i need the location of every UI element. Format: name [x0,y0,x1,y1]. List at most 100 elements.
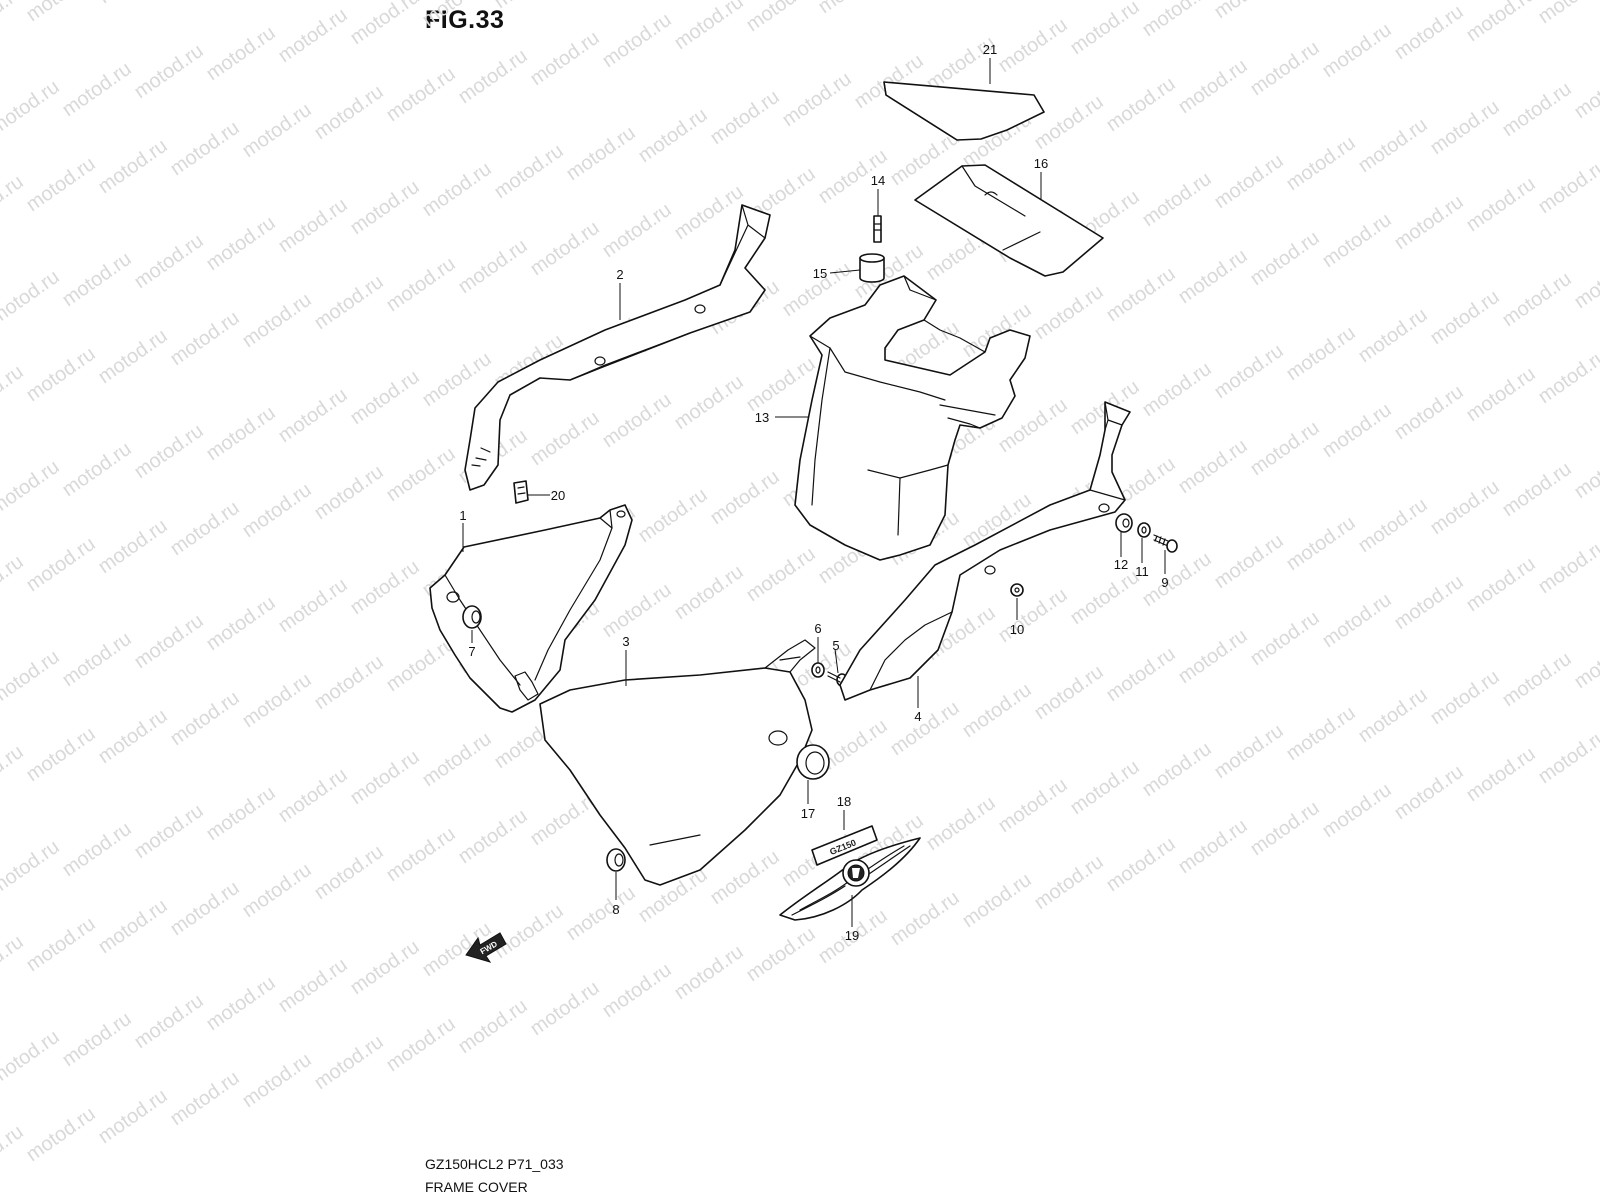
part-4-frame-cover-right [839,401,1131,701]
watermark-text: motod.ru [238,99,315,162]
watermark-text: motod.ru [778,68,855,131]
watermark-text: motod.ru [58,1008,135,1071]
watermark-text: motod.ru [94,0,171,8]
watermark-text: motod.ru [0,551,28,614]
watermark-text: motod.ru [1426,96,1503,159]
watermark-text: motod.ru [1498,268,1575,331]
watermark-text: motod.ru [22,0,99,26]
leader-lines [462,58,1166,927]
watermark-text: motod.ru [202,402,279,465]
watermark-text: motod.ru [526,27,603,90]
watermark-text: motod.ru [274,954,351,1017]
watermark-text: motod.ru [58,628,135,691]
part-3-side-cover [539,639,816,886]
watermark-text: motod.ru [1174,245,1251,308]
watermark-text: motod.ru [1462,173,1539,236]
part-16-tool-bag [914,164,1104,277]
watermark-text: motod.ru [0,266,64,329]
watermark-text: motod.ru [202,782,279,845]
watermark-text: motod.ru [418,158,495,221]
watermark-text: motod.ru [238,479,315,542]
watermark-text: motod.ru [382,823,459,886]
watermark-text: motod.ru [742,543,819,606]
watermark-text: motod.ru [1318,399,1395,462]
part-15-damper [859,253,885,283]
callout-13: 13 [755,410,769,425]
watermark-text: motod.ru [1390,1,1467,64]
watermark-text: motod.ru [22,343,99,406]
watermark-text: motod.ru [346,176,423,239]
watermark-text: motod.ru [526,977,603,1040]
watermark-text: motod.ru [346,0,423,49]
watermark-text: motod.ru [670,371,747,434]
watermark-text: motod.ru [94,325,171,388]
watermark-text: motod.ru [1390,381,1467,444]
part-14-stud [873,215,882,243]
watermark-text: motod.ru [418,728,495,791]
watermark-text: motod.ru [274,194,351,257]
watermark-text: motod.ru [1030,851,1107,914]
watermark-text: motod.ru [166,117,243,180]
watermark-text: motod.ru [1318,209,1395,272]
watermark-text: motod.ru [670,0,747,54]
watermark-text: motod.ru [94,1085,171,1148]
watermark-text: motod.ru [22,1103,99,1166]
watermark-text: motod.ru [1282,0,1359,5]
watermark-text: motod.ru [238,859,315,922]
watermark-text: motod.ru [274,384,351,447]
part-10-grommet [1010,583,1024,597]
watermark-text: motod.ru [1066,0,1143,59]
watermark-text: motod.ru [130,800,207,863]
watermark-text: motod.ru [238,1049,315,1112]
watermark-text: motod.ru [1426,286,1503,349]
callout-3: 3 [622,634,629,649]
watermark-text: motod.ru [706,86,783,149]
part-19-wing-emblem [779,837,921,921]
figure-title: FIG.33 [425,6,505,34]
watermark-text: motod.ru [94,705,171,768]
watermark-text: motod.ru [1354,114,1431,177]
watermark-text: motod.ru [1246,797,1323,860]
part-6-washer [811,662,825,678]
watermark-text: motod.ru [310,841,387,904]
watermark-text: motod.ru [1318,779,1395,842]
watermark-text: motod.ru [1534,535,1600,598]
callout-2: 2 [616,267,623,282]
callout-19: 19 [845,928,859,943]
watermark-text: motod.ru [202,972,279,1035]
watermark-text: motod.ru [1462,363,1539,426]
watermark-text: motod.ru [1138,168,1215,231]
watermark-text: motod.ru [454,805,531,868]
watermark-text: motod.ru [274,574,351,637]
watermark-text: motod.ru [742,0,819,36]
watermark-text: motod.ru [1174,625,1251,688]
watermark-text: motod.ru [1138,548,1215,611]
watermark-text: motod.ru [1570,630,1600,693]
watermark-text: motod.ru [1138,0,1215,41]
watermark-text: motod.ru [1282,702,1359,765]
callout-10: 10 [1010,622,1024,637]
watermark-text: motod.ru [130,990,207,1053]
callout-8: 8 [612,902,619,917]
watermark-text: motod.ru [238,289,315,352]
watermark-text: motod.ru [130,230,207,293]
watermark-text: motod.ru [670,941,747,1004]
watermark-text: motod.ru [310,1031,387,1094]
watermark-text: motod.ru [994,14,1071,77]
callout-14: 14 [871,173,885,188]
watermark-text: motod.ru [94,895,171,958]
watermark-text: motod.ru [130,420,207,483]
watermark-text: motod.ru [1102,643,1179,706]
watermark-text: motod.ru [1570,440,1600,503]
watermark-text: motod.ru [58,818,135,881]
watermark-text: motod.ru [1498,648,1575,711]
watermark-text: motod.ru [418,0,495,31]
part-11-washer [1137,522,1151,538]
watermark-text: motod.ru [0,456,64,519]
watermark-text: motod.ru [58,248,135,311]
watermark-text: motod.ru [1318,589,1395,652]
watermark-text: motod.ru [94,515,171,578]
watermark-text: motod.ru [1246,227,1323,290]
callout-4: 4 [914,709,921,724]
watermark-text: motod.ru [706,846,783,909]
